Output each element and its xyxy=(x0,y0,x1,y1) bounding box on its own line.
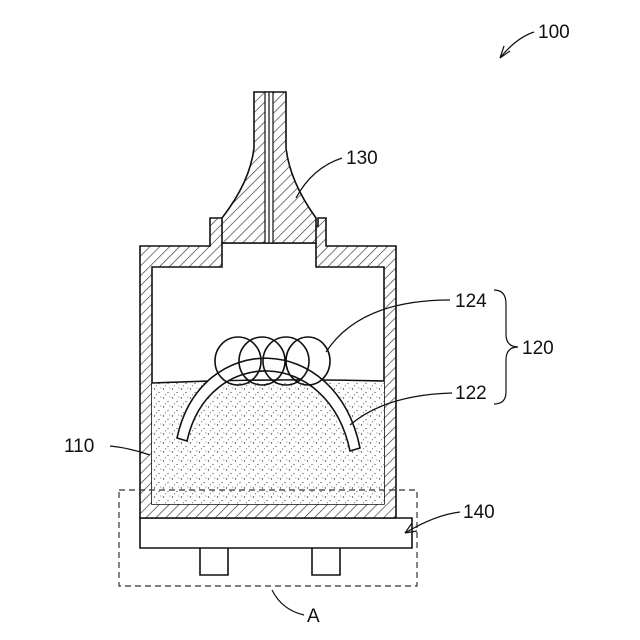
label-140: 140 xyxy=(463,502,495,523)
leaders xyxy=(110,32,534,615)
nozzle xyxy=(222,92,316,243)
label-124: 124 xyxy=(455,291,487,312)
chamber-contents xyxy=(152,337,384,504)
label-130: 130 xyxy=(346,148,378,169)
label-120: 120 xyxy=(522,338,554,359)
base-stand xyxy=(140,518,412,575)
label-100: 100 xyxy=(538,22,570,43)
label-110: 110 xyxy=(64,436,94,457)
label-122: 122 xyxy=(455,383,487,404)
label-a: A xyxy=(307,606,320,627)
